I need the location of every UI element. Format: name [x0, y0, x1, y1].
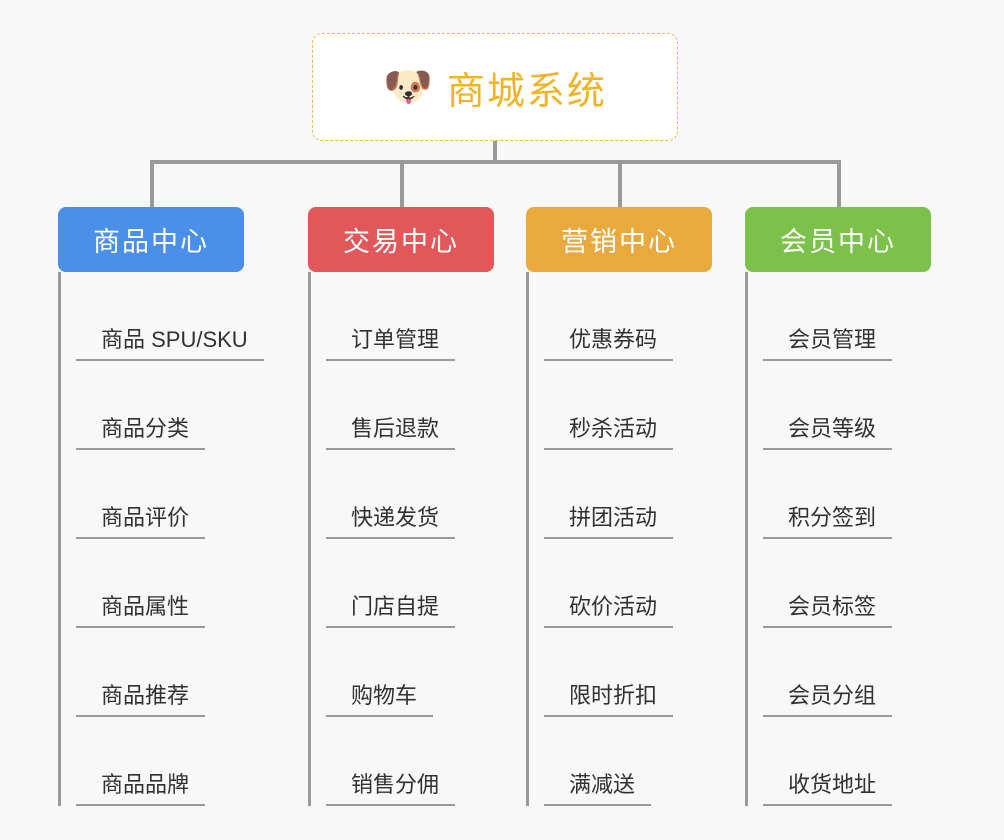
leaf-label: 会员标签: [763, 594, 893, 628]
leaf-label: 商品评价: [76, 505, 206, 539]
category-label: 商品中心: [93, 227, 209, 257]
leaf-label: 门店自提: [326, 594, 456, 628]
category-label: 交易中心: [343, 227, 459, 257]
list-item[interactable]: 限时折扣: [544, 628, 726, 717]
connector-drop-4: [837, 160, 841, 208]
list-item[interactable]: 收货地址: [763, 717, 945, 806]
leaf-label: 收货地址: [763, 772, 893, 806]
list-item[interactable]: 拼团活动: [544, 450, 726, 539]
leaf-list-member-center: 会员管理 会员等级 积分签到 会员标签 会员分组 收货地址: [745, 272, 945, 806]
root-title: 商城系统: [446, 70, 607, 113]
leaf-label: 商品属性: [76, 594, 206, 628]
leaf-label: 订单管理: [326, 327, 456, 361]
leaf-label: 销售分佣: [326, 772, 456, 806]
connector-drop-1: [150, 160, 154, 208]
leaf-label: 积分签到: [763, 505, 893, 539]
leaf-label: 秒杀活动: [544, 416, 674, 450]
leaf-label: 砍价活动: [544, 594, 674, 628]
list-item[interactable]: 优惠券码: [544, 272, 726, 361]
list-item[interactable]: 销售分佣: [326, 717, 508, 806]
connector-root-stem: [493, 141, 497, 163]
leaf-label: 满减送: [544, 772, 652, 806]
column-member-center: 会员中心 会员管理 会员等级 积分签到 会员标签 会员分组 收货地址: [745, 207, 945, 806]
connector-drop-2: [400, 160, 404, 208]
list-item[interactable]: 砍价活动: [544, 539, 726, 628]
column-marketing-center: 营销中心 优惠券码 秒杀活动 拼团活动 砍价活动 限时折扣 满减送: [526, 207, 726, 806]
leaf-label: 商品 SPU/SKU: [76, 327, 264, 361]
leaf-label: 快递发货: [326, 505, 456, 539]
leaf-label: 售后退款: [326, 416, 456, 450]
list-item[interactable]: 订单管理: [326, 272, 508, 361]
list-item[interactable]: 商品品牌: [76, 717, 258, 806]
list-item[interactable]: 快递发货: [326, 450, 508, 539]
list-item[interactable]: 会员分组: [763, 628, 945, 717]
category-label: 会员中心: [780, 227, 896, 257]
list-item[interactable]: 秒杀活动: [544, 361, 726, 450]
list-item[interactable]: 会员等级: [763, 361, 945, 450]
list-item[interactable]: 商品 SPU/SKU: [76, 272, 264, 361]
list-item[interactable]: 商品评价: [76, 450, 258, 539]
connector-horizontal-bus: [150, 160, 841, 164]
list-item[interactable]: 满减送: [544, 717, 726, 806]
leaf-label: 拼团活动: [544, 505, 674, 539]
leaf-label: 会员管理: [763, 327, 893, 361]
leaf-label: 商品品牌: [76, 772, 206, 806]
list-item[interactable]: 商品属性: [76, 539, 258, 628]
dog-face-icon: 🐶: [383, 65, 433, 109]
leaf-label: 限时折扣: [544, 683, 674, 717]
list-item[interactable]: 会员标签: [763, 539, 945, 628]
category-header-product-center[interactable]: 商品中心: [58, 207, 244, 272]
leaf-label: 商品推荐: [76, 683, 206, 717]
column-product-center: 商品中心 商品 SPU/SKU 商品分类 商品评价 商品属性 商品推荐 商品品牌: [58, 207, 264, 806]
list-item[interactable]: 会员管理: [763, 272, 945, 361]
leaf-label: 会员分组: [763, 683, 893, 717]
leaf-list-trade-center: 订单管理 售后退款 快递发货 门店自提 购物车 销售分佣: [308, 272, 508, 806]
category-header-marketing-center[interactable]: 营销中心: [526, 207, 712, 272]
category-header-member-center[interactable]: 会员中心: [745, 207, 931, 272]
leaf-label: 优惠券码: [544, 327, 674, 361]
list-item[interactable]: 购物车: [326, 628, 508, 717]
list-item[interactable]: 售后退款: [326, 361, 508, 450]
list-item[interactable]: 商品推荐: [76, 628, 258, 717]
leaf-label: 会员等级: [763, 416, 893, 450]
leaf-list-product-center: 商品 SPU/SKU 商品分类 商品评价 商品属性 商品推荐 商品品牌: [58, 272, 264, 806]
connector-drop-3: [618, 160, 622, 208]
root-node[interactable]: 🐶 商城系统: [312, 33, 678, 141]
leaf-label: 购物车: [326, 683, 434, 717]
leaf-list-marketing-center: 优惠券码 秒杀活动 拼团活动 砍价活动 限时折扣 满减送: [526, 272, 726, 806]
list-item[interactable]: 商品分类: [76, 361, 258, 450]
column-trade-center: 交易中心 订单管理 售后退款 快递发货 门店自提 购物车 销售分佣: [308, 207, 508, 806]
list-item[interactable]: 积分签到: [763, 450, 945, 539]
category-header-trade-center[interactable]: 交易中心: [308, 207, 494, 272]
list-item[interactable]: 门店自提: [326, 539, 508, 628]
leaf-label: 商品分类: [76, 416, 206, 450]
category-label: 营销中心: [561, 227, 677, 257]
